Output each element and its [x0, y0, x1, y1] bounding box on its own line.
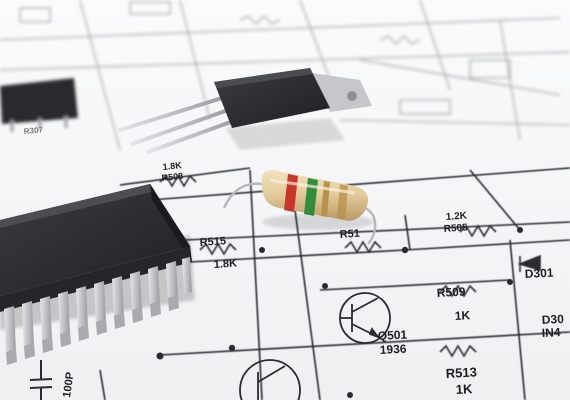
- junction-dots: [156, 227, 523, 398]
- label-q501-part: 1936: [379, 342, 407, 357]
- label-r509-value: 1K: [454, 308, 470, 323]
- label-d30x-name: D30: [541, 312, 564, 327]
- label-r508-value: 1.8K: [162, 160, 182, 172]
- schematic-wiring: [99, 167, 570, 400]
- label-r513-name: R513: [445, 364, 477, 381]
- label-r505-value: 1.2K: [445, 210, 468, 223]
- resistor-component: [222, 170, 377, 245]
- voltage-regulator-component: [118, 68, 372, 154]
- blurred-transistor-top-left: [0, 78, 78, 132]
- label-r509-name: R509: [436, 284, 466, 299]
- label-r508-name: R508: [161, 171, 183, 183]
- capacitor-symbol: [29, 360, 53, 400]
- label-d301-name: D301: [524, 265, 554, 280]
- label-in-text: IN4: [541, 325, 561, 340]
- schematic-labels: 1.8K R508 R515 1.8K R51 1.2K R505 R509 1…: [23, 125, 564, 398]
- label-r515-value: 1.8K: [213, 257, 237, 271]
- label-top-code: R307: [23, 125, 43, 136]
- label-r51x-name: R51: [339, 228, 360, 241]
- transistor-lower-symbol: [239, 359, 301, 400]
- transistor-q501-symbol: [339, 292, 391, 344]
- distant-schematic: [0, 0, 570, 151]
- ic-chip-pins: [4, 257, 192, 355]
- label-r515-name: R515: [199, 235, 226, 249]
- label-cap-value: 100P: [61, 371, 76, 398]
- label-r513-value: 1K: [455, 381, 473, 397]
- label-r505-name: R505: [443, 222, 468, 235]
- label-q501-name: Q501: [377, 327, 407, 343]
- ic-chip-component: [0, 184, 195, 365]
